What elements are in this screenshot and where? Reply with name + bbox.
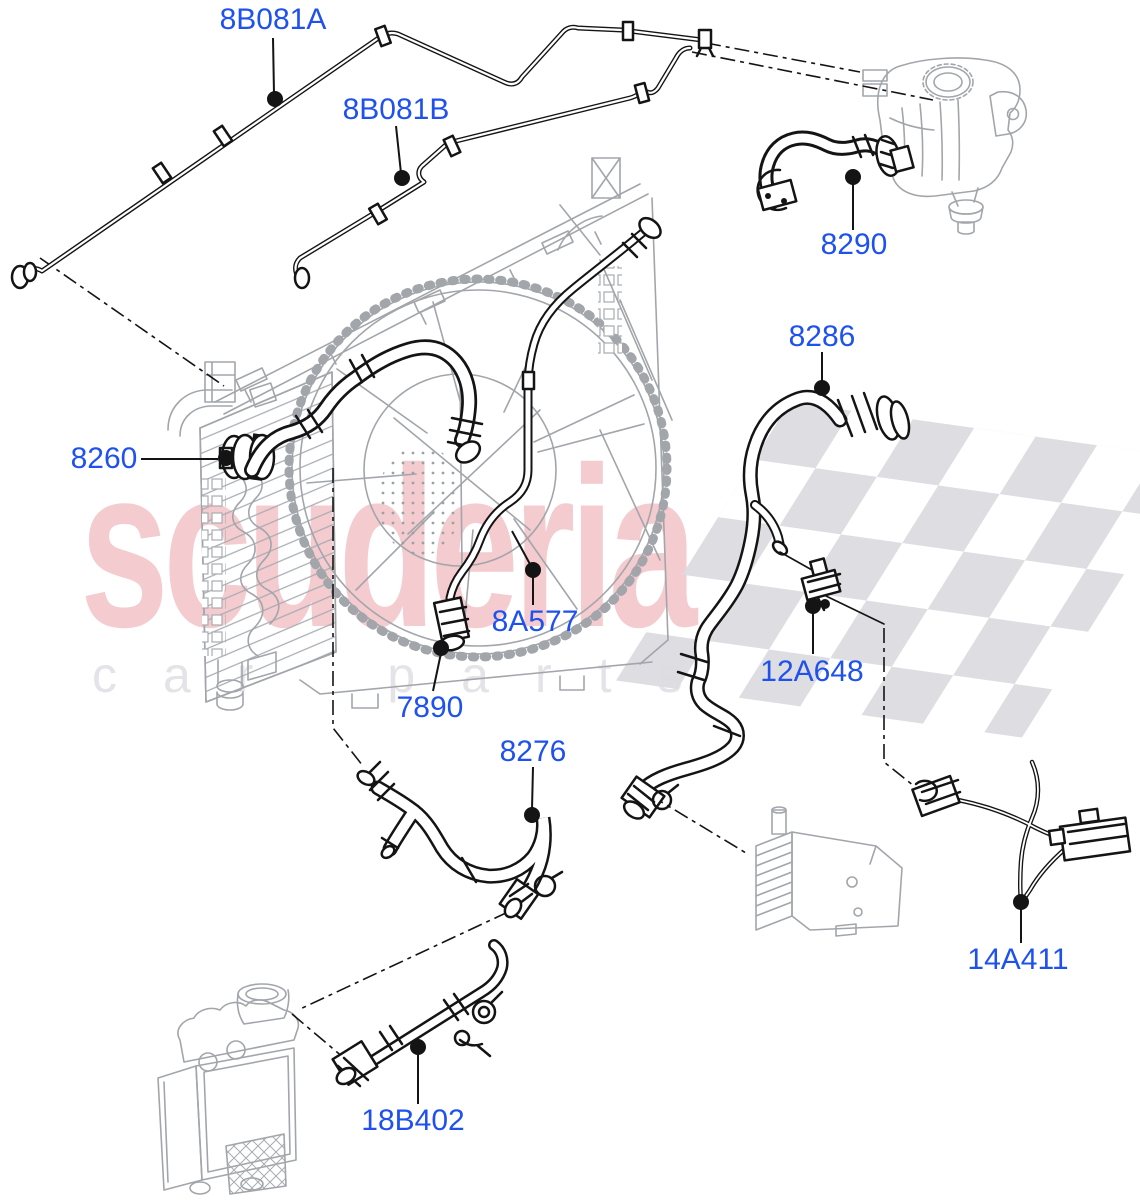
callout-8B081A[interactable]: 8B081A [219,3,327,36]
hose-8276 [356,760,564,920]
expansion-tank [862,57,1028,235]
callout-8286[interactable]: 8286 [788,320,856,353]
callout-8B081B[interactable]: 8B081B [342,93,450,126]
callout-7890[interactable]: 7890 [396,691,464,724]
tube-18B402 [331,945,503,1088]
watermark-tagline: car parts [92,647,729,703]
hose-8290 [756,134,915,212]
engine-oil-cooler [755,806,903,937]
callout-14A411[interactable]: 14A411 [967,943,1069,976]
callout-12A648[interactable]: 12A648 [760,655,864,688]
callout-8290[interactable]: 8290 [820,228,888,261]
hose-8276-end-fitting [498,870,564,920]
callout-8A577[interactable]: 8A577 [491,605,579,638]
wiring-14A411 [911,762,1132,903]
pipe-8B081B [295,48,690,290]
hose-8A577 [252,216,662,652]
hose-8286-end-fitting [620,775,680,820]
projection-lines [39,42,934,1059]
checkered-flag-watermark [615,402,1140,738]
pipe-clips [151,20,715,185]
bleed-valve-12A648 [800,557,842,612]
pipe-8B081A [10,20,715,290]
callout-18B402[interactable]: 18B402 [361,1104,465,1137]
leader-lines [141,37,1029,1104]
callout-8260[interactable]: 8260 [70,442,138,475]
intercooler [157,983,300,1195]
callout-8276[interactable]: 8276 [499,735,567,768]
hose-8286 [620,393,911,820]
